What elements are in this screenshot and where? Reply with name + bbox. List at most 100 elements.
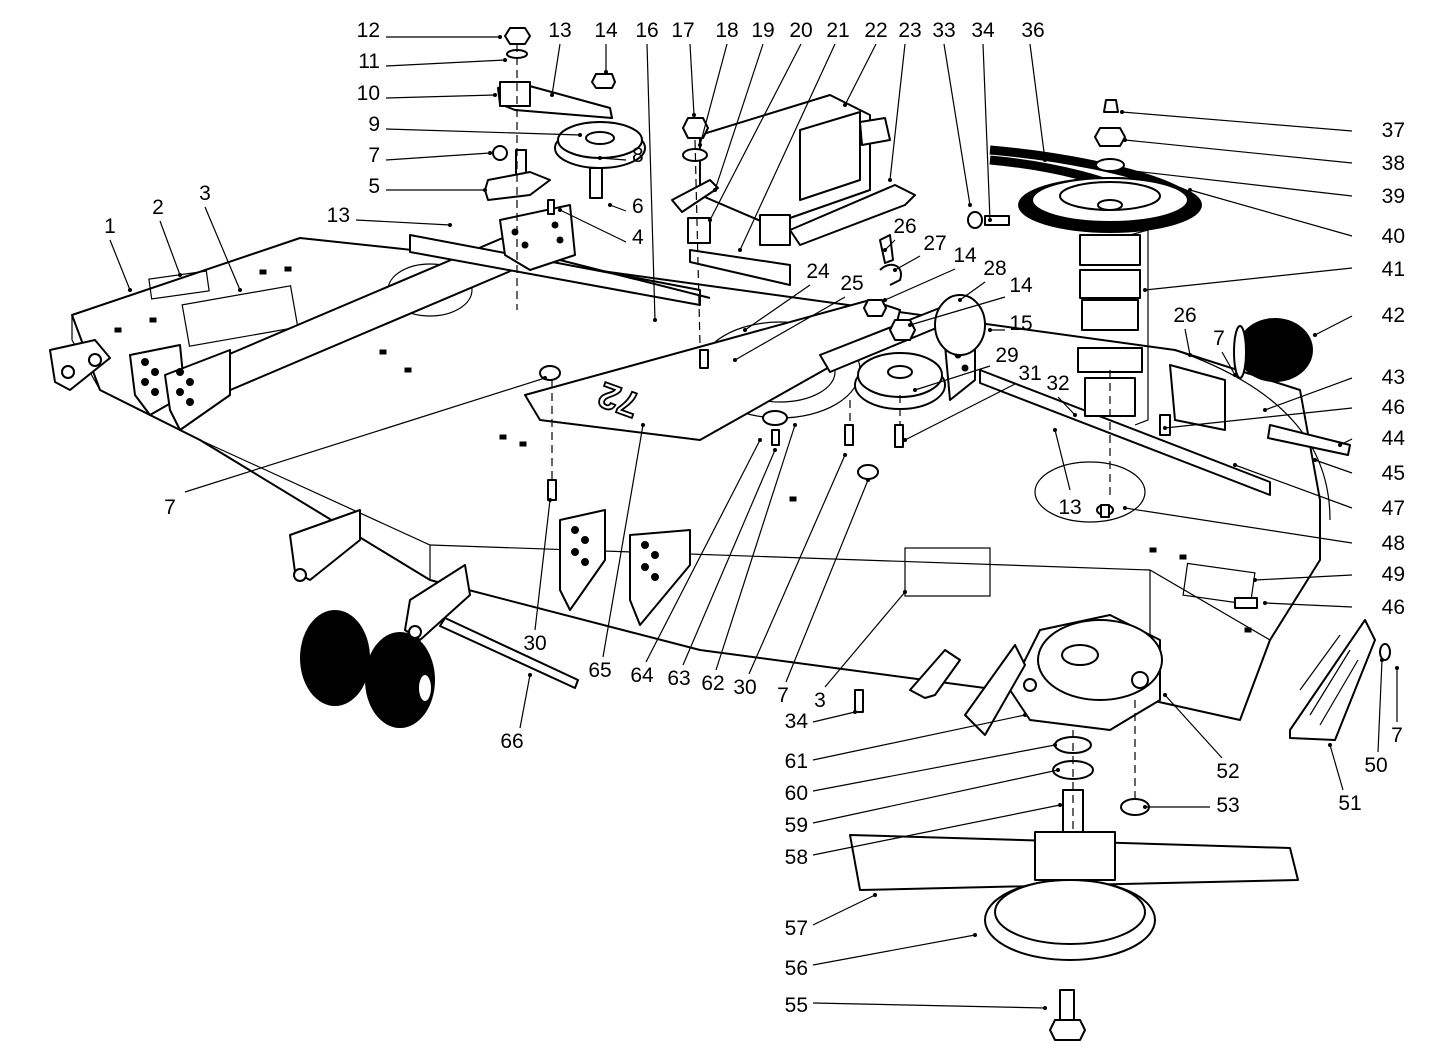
callout-number: 4 bbox=[632, 226, 644, 249]
leader-dot bbox=[908, 323, 912, 327]
leader-dot bbox=[488, 151, 492, 155]
callout-number: 7 bbox=[1391, 724, 1403, 747]
leader-line bbox=[1054, 429, 1071, 491]
callout-61: 61 bbox=[785, 713, 1027, 773]
callout-number: 29 bbox=[995, 344, 1018, 367]
callout-number: 30 bbox=[523, 632, 546, 655]
leader-line bbox=[551, 43, 561, 96]
callout-number: 11 bbox=[358, 50, 380, 73]
callout-number: 56 bbox=[785, 957, 808, 980]
leader-dot bbox=[498, 35, 502, 39]
callout-number: 15 bbox=[1009, 312, 1032, 335]
callout-29: 29 bbox=[913, 344, 1019, 392]
leader-dot bbox=[1143, 288, 1147, 292]
callout-33: 33 bbox=[932, 19, 972, 207]
leader-dot bbox=[773, 448, 777, 452]
leader-dot bbox=[503, 58, 507, 62]
leader-line bbox=[904, 383, 1016, 441]
callout-3: 3 bbox=[199, 182, 242, 292]
callout-number: 26 bbox=[893, 215, 916, 238]
hardware bbox=[539, 211, 1258, 713]
callout-number: 14 bbox=[1009, 274, 1033, 297]
callout-number: 44 bbox=[1382, 427, 1406, 450]
callout-number: 21 bbox=[826, 19, 849, 42]
leader-line bbox=[812, 711, 856, 723]
callout-63: 63 bbox=[667, 448, 777, 690]
leader-line bbox=[355, 219, 451, 226]
leader-dot bbox=[550, 93, 554, 97]
callout-number: 19 bbox=[751, 19, 774, 42]
callout-number: 46 bbox=[1382, 396, 1405, 419]
callout-number: 66 bbox=[500, 730, 523, 753]
leader-dot bbox=[1253, 578, 1257, 582]
callout-56: 56 bbox=[785, 933, 977, 980]
leader-line bbox=[812, 804, 1061, 856]
callout-13: 13 bbox=[548, 19, 572, 97]
leader-dot bbox=[543, 376, 547, 380]
leader-dot bbox=[713, 188, 717, 192]
leader-dot bbox=[483, 188, 487, 192]
leader-line bbox=[943, 43, 971, 206]
leader-line bbox=[982, 43, 991, 221]
callout-number: 42 bbox=[1382, 304, 1405, 327]
leader-dot bbox=[448, 223, 452, 227]
leader-dot bbox=[1123, 138, 1127, 142]
leader-dot bbox=[178, 273, 182, 277]
leader-dot bbox=[1043, 1006, 1047, 1010]
callout-45: 45 bbox=[1313, 458, 1405, 485]
callout-number: 34 bbox=[971, 19, 995, 42]
callout-7: 7 bbox=[368, 144, 492, 167]
callout-number: 50 bbox=[1364, 754, 1387, 777]
callout-26: 26 bbox=[1173, 304, 1197, 357]
leader-dot bbox=[1188, 188, 1192, 192]
leader-dot bbox=[1163, 693, 1167, 697]
leader-dot bbox=[1073, 413, 1077, 417]
callout-11: 11 bbox=[358, 50, 507, 73]
spindle-pulley-assembly bbox=[989, 99, 1202, 426]
callout-number: 38 bbox=[1382, 152, 1405, 175]
callout-number: 33 bbox=[932, 19, 955, 42]
callout-64: 64 bbox=[630, 438, 762, 687]
callout-3: 3 bbox=[814, 590, 907, 712]
leader-dot bbox=[653, 318, 657, 322]
leader-line bbox=[1234, 464, 1353, 509]
leader-dot bbox=[743, 328, 747, 332]
leader-dot bbox=[853, 710, 857, 714]
callout-number: 7 bbox=[164, 496, 176, 519]
callout-number: 43 bbox=[1382, 366, 1405, 389]
callout-38: 38 bbox=[1123, 138, 1405, 175]
callout-2: 2 bbox=[152, 196, 182, 277]
idler-arm-assembly bbox=[484, 27, 646, 215]
leader-line bbox=[1329, 744, 1344, 791]
callout-34: 34 bbox=[971, 19, 995, 222]
callout-number: 65 bbox=[588, 659, 611, 682]
callout-number: 7 bbox=[777, 684, 789, 707]
leader-line bbox=[385, 59, 506, 67]
callout-17: 17 bbox=[671, 19, 696, 117]
leader-dot bbox=[558, 208, 562, 212]
callout-23: 23 bbox=[888, 19, 922, 182]
leader-dot bbox=[883, 248, 887, 252]
leader-line bbox=[1121, 111, 1353, 132]
callout-number: 62 bbox=[701, 672, 724, 695]
leader-dot bbox=[903, 590, 907, 594]
leader-line bbox=[1264, 602, 1353, 608]
callout-7: 7 bbox=[777, 478, 870, 707]
leader-line bbox=[812, 714, 1026, 761]
leader-line bbox=[914, 365, 991, 391]
deck-rails bbox=[179, 219, 1271, 496]
callout-15: 15 bbox=[988, 312, 1033, 335]
callout-number: 12 bbox=[357, 19, 380, 42]
callout-49: 49 bbox=[1253, 563, 1405, 586]
leader-dot bbox=[1143, 805, 1147, 809]
leader-line bbox=[812, 894, 876, 926]
leader-dot bbox=[528, 673, 532, 677]
leader-line bbox=[894, 255, 921, 271]
leader-line bbox=[159, 220, 181, 276]
leader-dot bbox=[1123, 168, 1127, 172]
leader-line bbox=[1124, 169, 1353, 197]
leader-line bbox=[812, 1002, 1046, 1009]
callout-13: 13 bbox=[1053, 428, 1082, 519]
callout-44: 44 bbox=[1338, 427, 1405, 450]
